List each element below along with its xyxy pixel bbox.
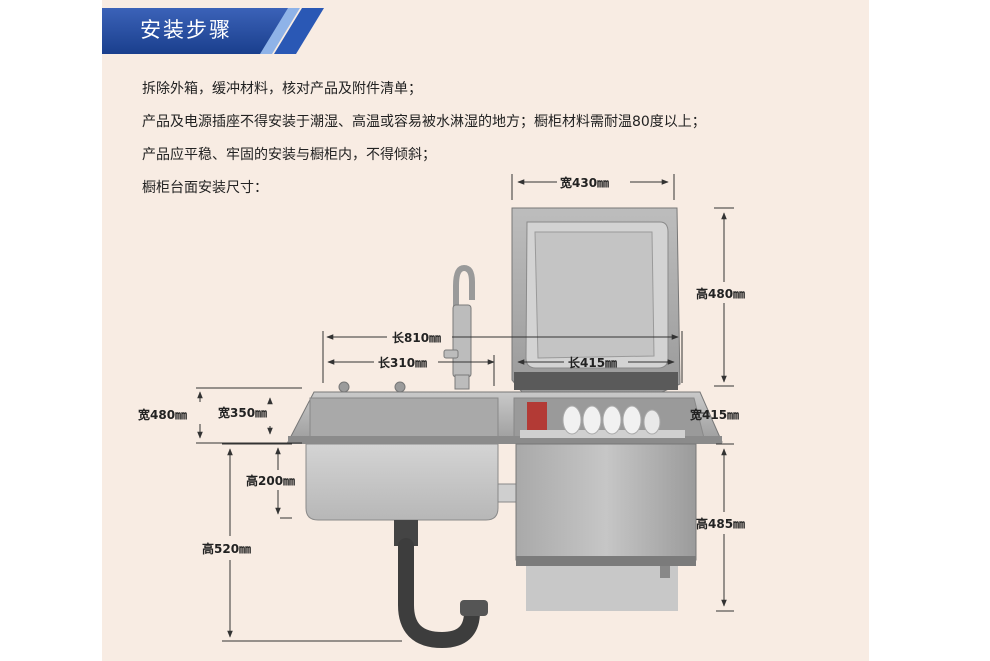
dishwasher-cabinet xyxy=(515,443,697,611)
instruction-list: 拆除外箱，缓冲材料，核对产品及附件清单； 产品及电源插座不得安装于潮湿、高温或容… xyxy=(142,73,706,205)
drain-pipe xyxy=(394,520,488,649)
height-200-label: 高200㎜ xyxy=(246,474,296,488)
width-415-label: 宽415㎜ xyxy=(690,408,740,422)
section-title: 安装步骤 xyxy=(140,18,232,42)
instruction-item: 产品应平稳、牢固的安装与橱柜内，不得倾斜； xyxy=(142,147,436,163)
height-480-label: 高480㎜ xyxy=(696,287,746,301)
sink-basin xyxy=(305,443,551,521)
width-430-label: 宽430㎜ xyxy=(560,176,610,190)
height-485-label: 高485㎜ xyxy=(696,517,746,531)
length-810-label: 长810㎜ xyxy=(392,331,442,345)
height-520-label: 高520㎜ xyxy=(202,542,252,556)
installation-diagram xyxy=(196,174,734,649)
dimension-lines xyxy=(196,174,734,642)
length-310-label: 长310㎜ xyxy=(378,356,428,370)
width-480-label: 宽480㎜ xyxy=(138,408,188,422)
length-415-label: 长415㎜ xyxy=(568,356,618,370)
instruction-item: 橱柜台面安装尺寸： xyxy=(142,180,268,196)
instruction-item: 产品及电源插座不得安装于潮湿、高温或容易被水淋湿的地方；橱柜材料需耐温80度以上… xyxy=(142,114,706,130)
dish-rack xyxy=(520,402,685,438)
dishwasher-lid xyxy=(511,207,681,393)
width-350-label: 宽350㎜ xyxy=(218,406,268,420)
faucet xyxy=(443,264,475,390)
installation-page: 安装步骤 拆除外箱，缓冲材料，核对产品及附件清单； 产品及电源插座不得安装于潮湿… xyxy=(102,0,869,661)
instruction-item: 拆除外箱，缓冲材料，核对产品及附件清单； xyxy=(142,81,422,97)
section-banner xyxy=(102,8,324,54)
